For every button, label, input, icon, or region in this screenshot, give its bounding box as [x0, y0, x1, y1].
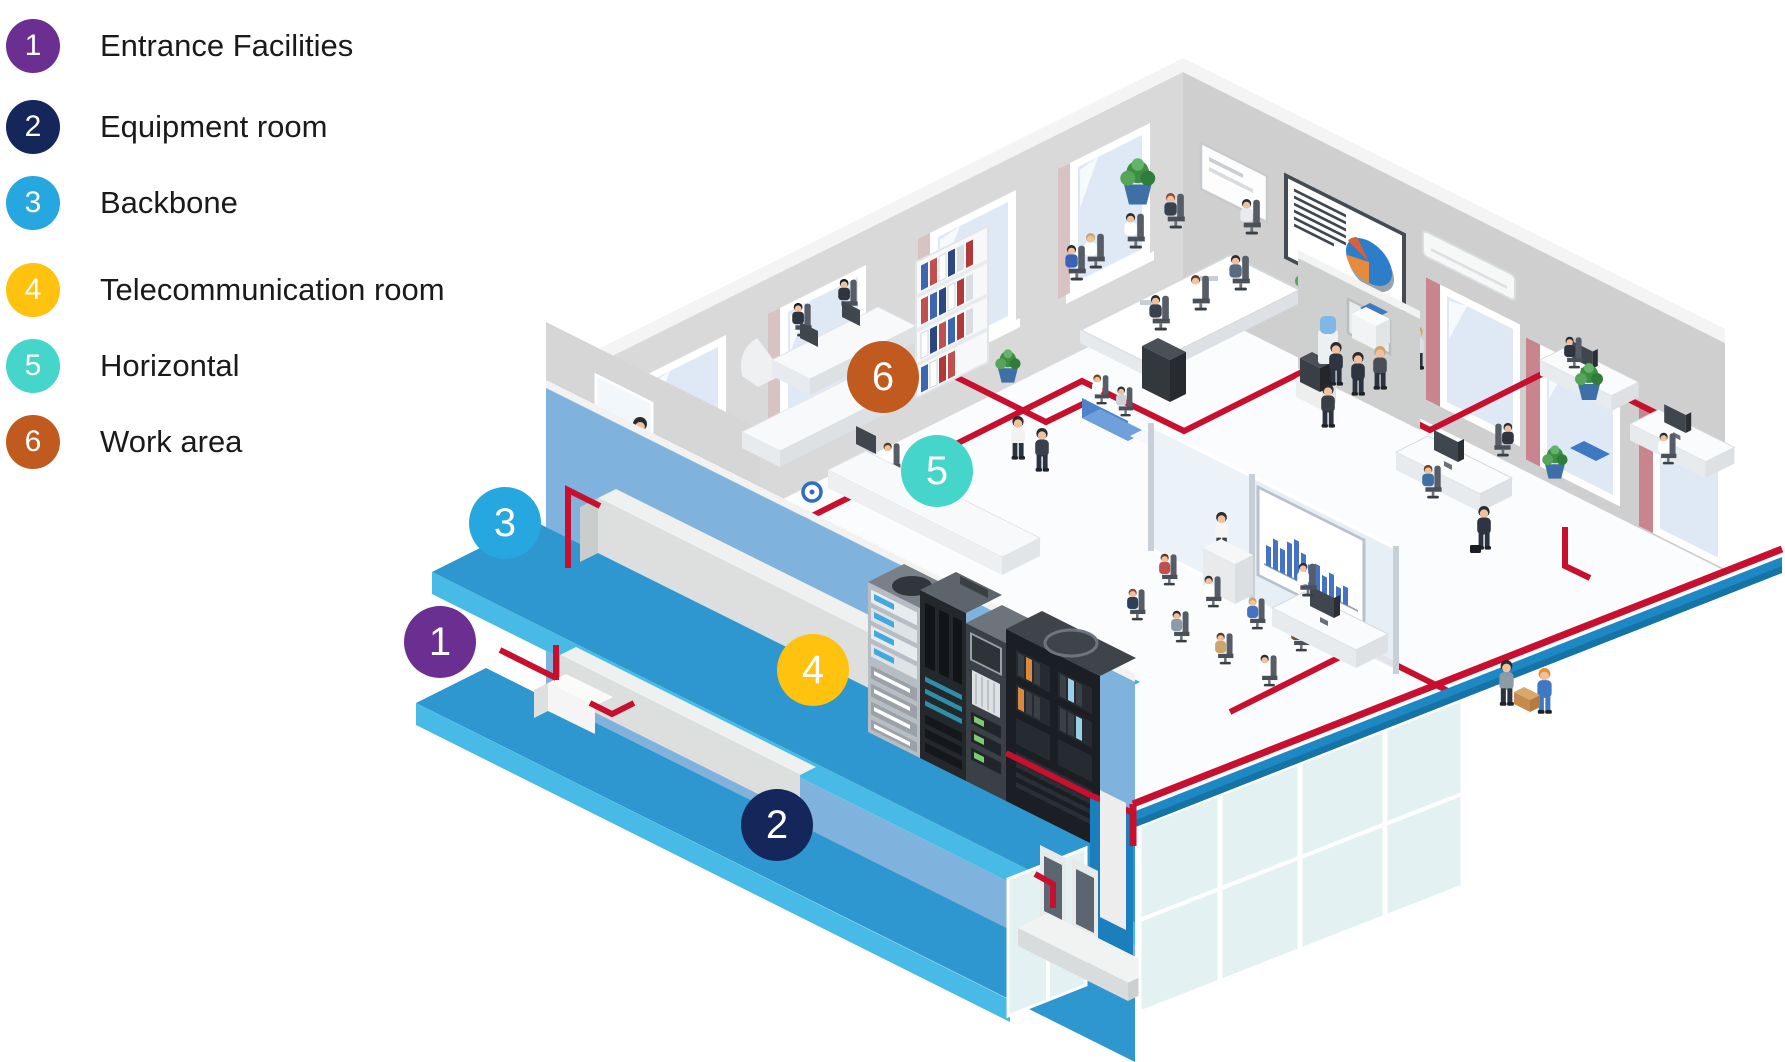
walking-man-briefcase [1470, 506, 1491, 553]
legend-item-backbone: 3 Backbone [6, 176, 238, 230]
legend-label-4: Telecommunication room [100, 272, 445, 307]
legend-badge-6: 6 [6, 415, 60, 469]
diagram-badge-entrance-facilities: 1 [404, 606, 476, 678]
legend-number-5: 5 [24, 349, 42, 382]
floor-edge-strip [1133, 557, 1782, 828]
legend-badge-4: 4 [6, 263, 60, 317]
legend-item-horizontal: 5 Horizontal [6, 339, 240, 393]
badge-number-4: 4 [801, 647, 825, 692]
corridor [1011, 250, 1424, 472]
lower-level-front [1004, 545, 1784, 1019]
rack-servers [868, 564, 956, 758]
legend-badge-5: 5 [6, 339, 60, 393]
window [1426, 277, 1520, 447]
pie-chart [1346, 236, 1394, 292]
podium-with-folder [1352, 303, 1390, 350]
server-racks [868, 564, 1136, 848]
bookshelf [915, 224, 989, 400]
legend-badge-3: 3 [6, 176, 60, 230]
corridor-wall [1298, 258, 1420, 430]
reception-monitor [856, 426, 876, 454]
legend-number-4: 4 [24, 273, 42, 306]
diagram-badge-backbone: 3 [469, 487, 541, 559]
dark-cabinet [1142, 338, 1186, 402]
legend-item-work-area: 6 Work area [6, 415, 242, 469]
cardboard-box [1514, 687, 1540, 712]
diagram-badge-equipment-room: 2 [741, 789, 813, 861]
badge-number-3: 3 [493, 500, 517, 545]
legend-label-5: Horizontal [100, 348, 240, 383]
legend-number-3: 3 [24, 186, 42, 219]
badge-number-2: 2 [765, 802, 789, 847]
conference-room [915, 158, 1323, 400]
rack-storage [1006, 611, 1136, 848]
edge-cable [1131, 545, 1784, 808]
work-area-desks [740, 278, 918, 467]
blue-tray [1570, 441, 1610, 461]
diagram-badge-work-area: 6 [847, 341, 919, 413]
badge-number-5: 5 [925, 448, 949, 493]
entrance-cabinet [1018, 790, 1158, 1001]
legend-badge-1: 1 [6, 19, 60, 73]
legend-label-2: Equipment room [100, 109, 328, 144]
diagram-badge-horizontal: 5 [901, 435, 973, 507]
floor-slab-middle [432, 521, 1135, 923]
glass-partition-lower-right [1138, 697, 1464, 1015]
legend-item-entrance-facilities: 1 Entrance Facilities [6, 19, 353, 73]
legend-number-2: 2 [24, 110, 42, 143]
legend-badge-2: 2 [6, 100, 60, 154]
ac-unit [1422, 230, 1516, 301]
cable-tray-lower [534, 647, 816, 815]
delivery-workers [1499, 660, 1552, 714]
legend-number-6: 6 [24, 425, 42, 458]
legend-label-3: Backbone [100, 185, 238, 220]
badge-number-1: 1 [428, 619, 452, 664]
legend-item-telecommunication-room: 4 Telecommunication room [6, 263, 445, 317]
legend-item-equipment-room: 2 Equipment room [6, 100, 327, 154]
diagram-badge-telecommunication-room: 4 [777, 634, 849, 706]
legend-label-1: Entrance Facilities [100, 28, 354, 63]
open-office-desks [995, 336, 1735, 553]
badge-number-6: 6 [871, 354, 895, 399]
legend-number-1: 1 [24, 29, 42, 62]
floor-slab-lower [416, 668, 1135, 1062]
rack-network [920, 572, 1002, 781]
legend-label-6: Work area [100, 424, 243, 459]
junction-box [548, 683, 595, 734]
